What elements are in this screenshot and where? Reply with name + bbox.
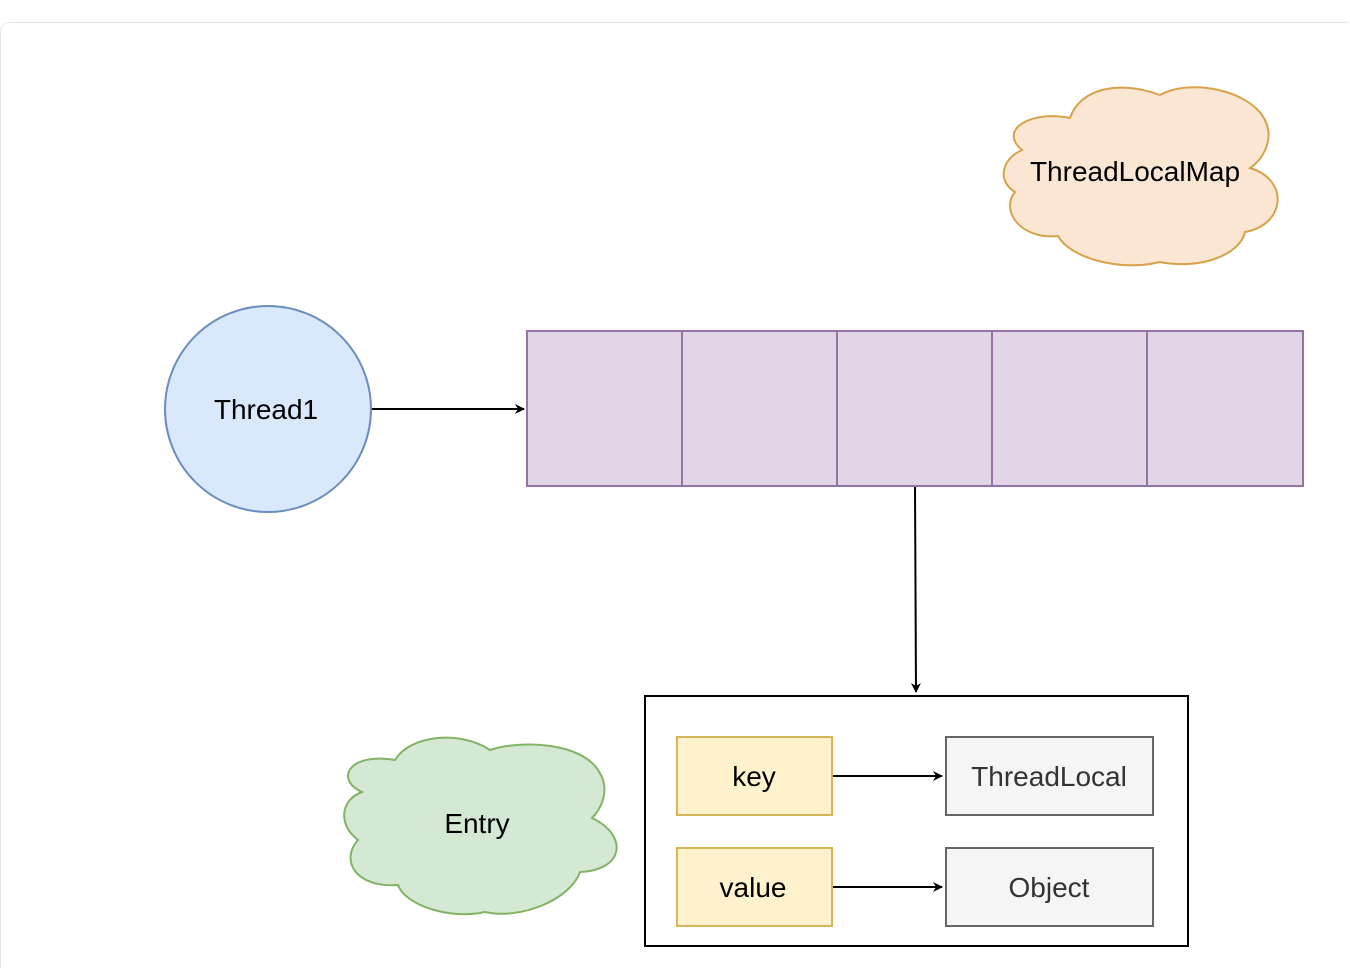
entry-cloud[interactable]: Entry	[343, 736, 618, 916]
arrow-array-to-entry	[910, 486, 921, 693]
value-label: value	[720, 872, 787, 903]
key-label: key	[732, 761, 776, 792]
diagram-frame	[0, 22, 1349, 968]
thread1-label: Thread1	[214, 394, 318, 425]
object-label: Object	[1009, 872, 1090, 903]
threadlocalmap-cloud[interactable]: ThreadLocalMap	[1002, 86, 1279, 267]
key-row[interactable]: key ThreadLocal	[676, 736, 1154, 816]
value-row[interactable]: value Object	[676, 847, 1154, 927]
threadlocal-box[interactable]	[945, 736, 1154, 816]
key-field[interactable]	[676, 736, 833, 816]
array-cell[interactable]	[681, 330, 838, 487]
array-cell[interactable]	[1146, 330, 1304, 487]
value-field[interactable]	[676, 847, 833, 927]
array-cell[interactable]	[991, 330, 1148, 487]
thread1-node[interactable]: Thread1	[164, 305, 372, 513]
threadlocalmap-cloud-shape	[1002, 86, 1279, 267]
threadlocalmap-label: ThreadLocalMap	[1030, 156, 1240, 187]
entry-cloud-label: Entry	[444, 808, 509, 839]
array-cell[interactable]	[836, 330, 993, 487]
object-box[interactable]	[945, 847, 1154, 927]
thread1-circle	[164, 305, 372, 513]
entry-box[interactable]: key ThreadLocal value Object	[644, 695, 1189, 947]
entry-array[interactable]	[526, 330, 1304, 487]
threadlocal-label: ThreadLocal	[971, 761, 1127, 792]
array-cell[interactable]	[526, 330, 683, 487]
entry-cloud-shape	[343, 736, 618, 916]
